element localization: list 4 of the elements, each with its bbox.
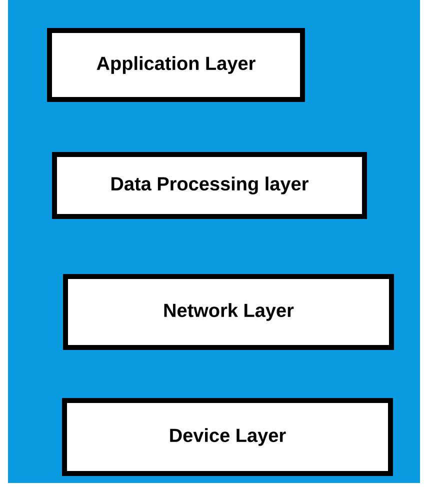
layer-box: Network Layer <box>63 274 394 350</box>
layer-box: Device Layer <box>62 398 393 476</box>
layer-box: Data Processing layer <box>52 152 367 219</box>
layer-box: Application Layer <box>47 28 305 102</box>
